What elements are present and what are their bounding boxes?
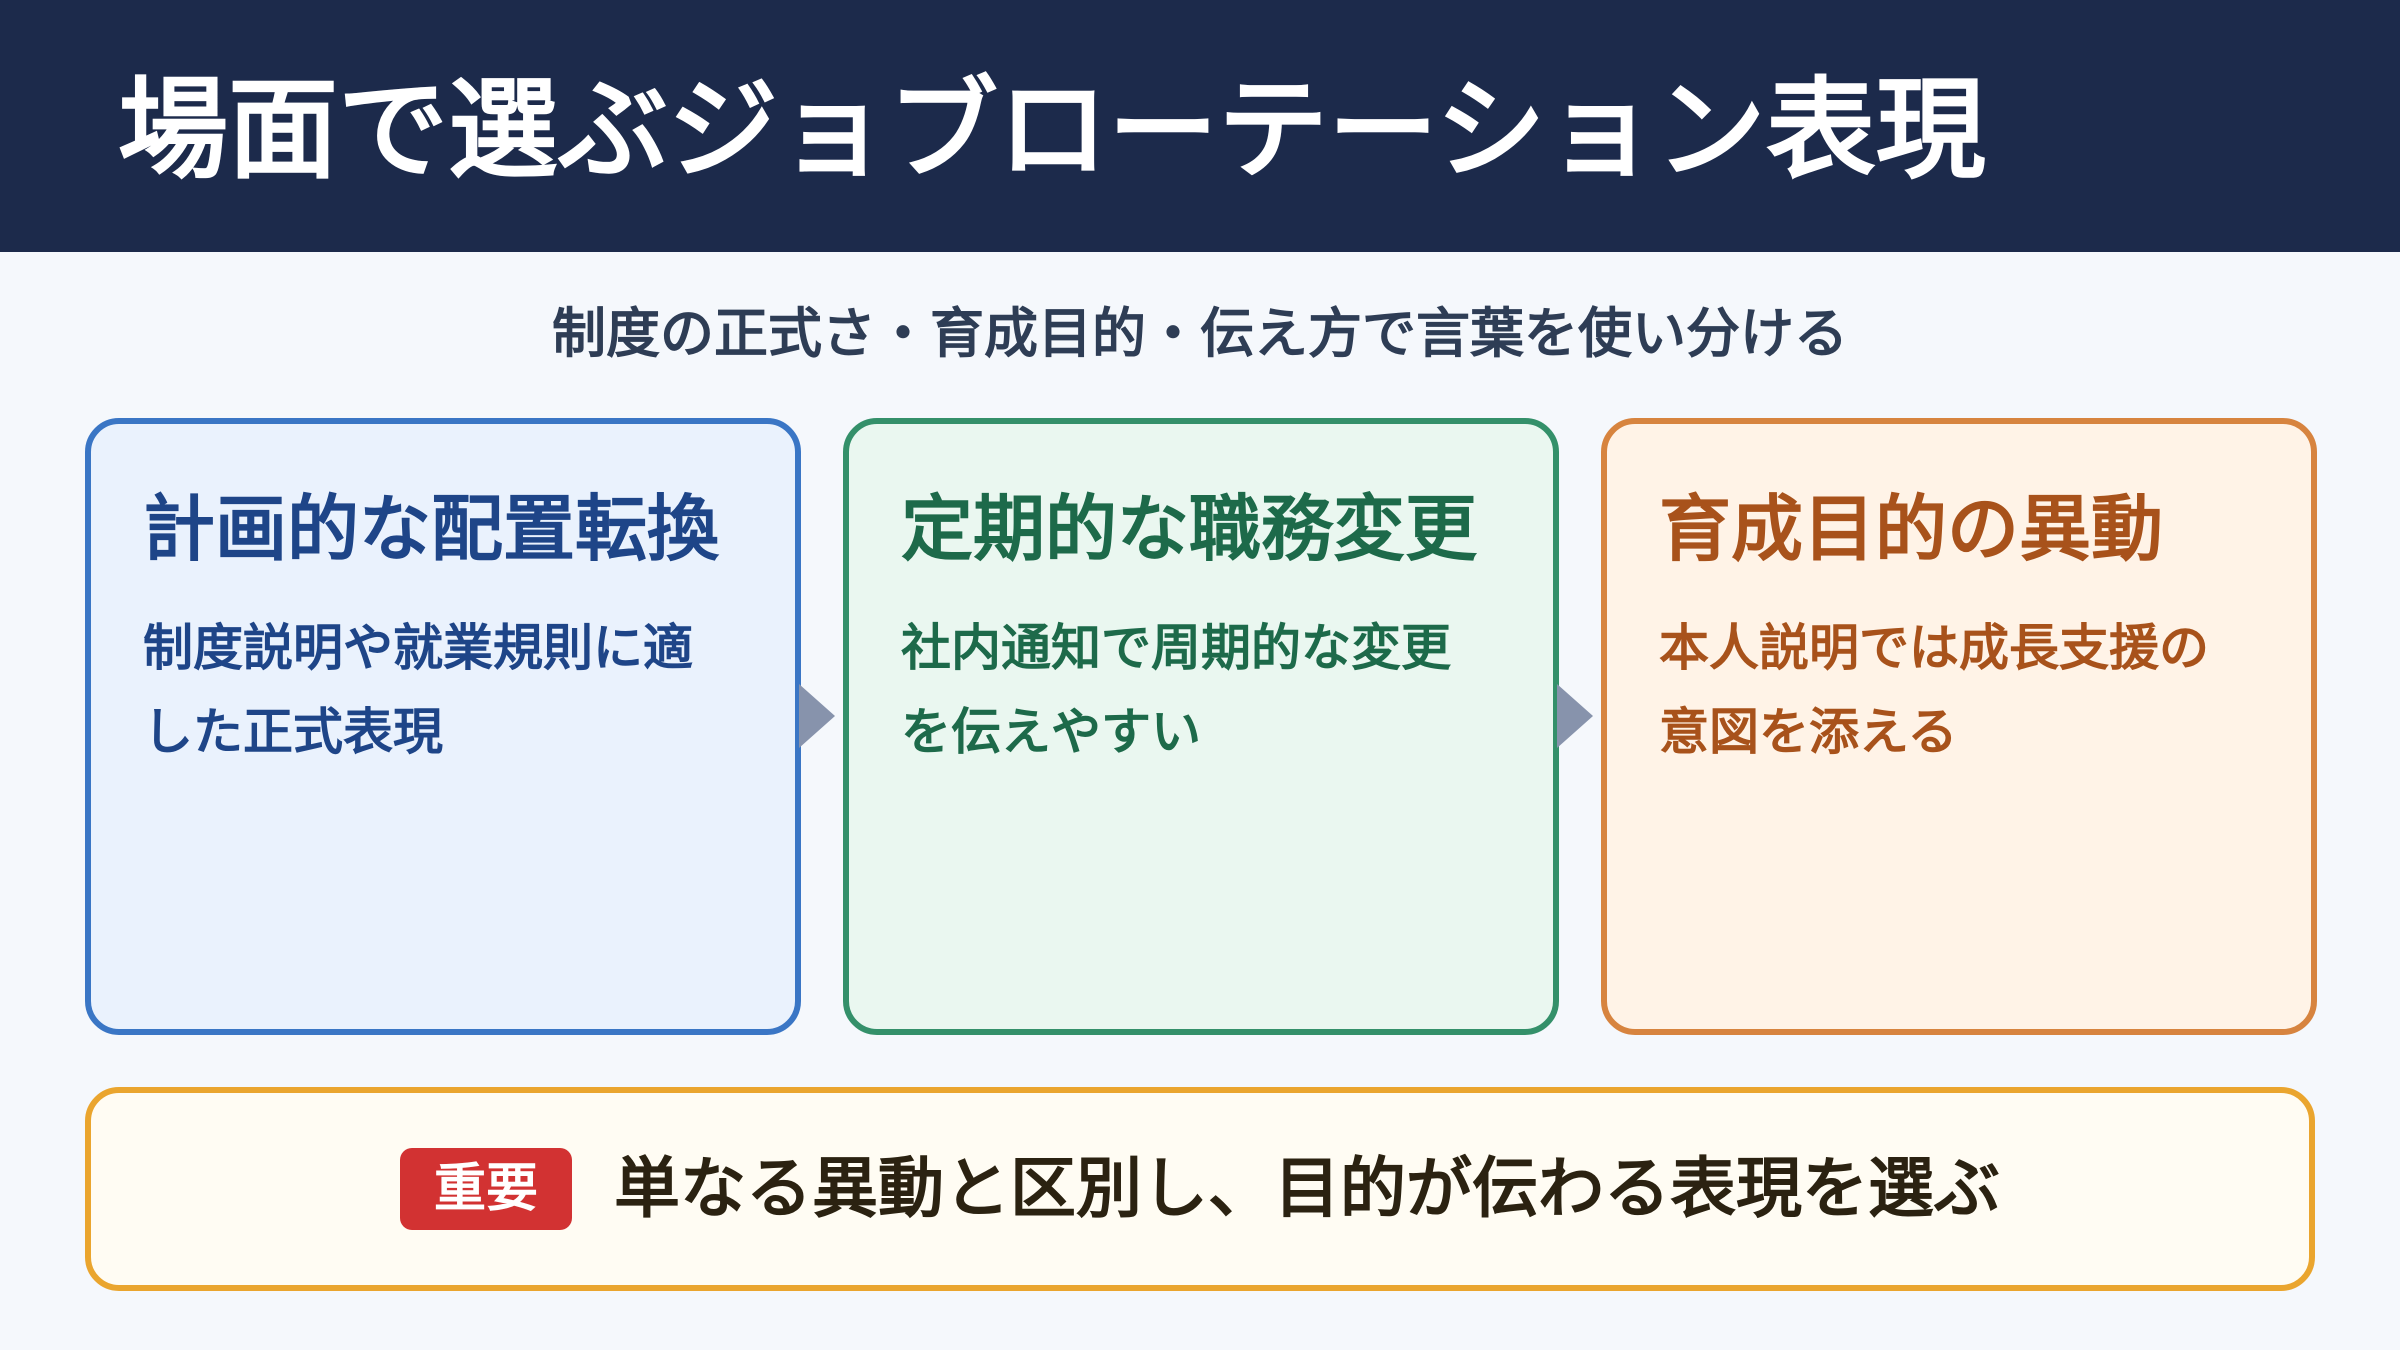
card-title: 育成目的の異動 — [1659, 487, 2164, 571]
card-title: 計画的な配置転換 — [143, 487, 720, 571]
card-description: 社内通知で周期的な変更を伝えやすい — [901, 619, 1451, 761]
card-description: 制度説明や就業規則に適した正式表現 — [143, 619, 693, 761]
page-subtitle: 制度の正式さ・育成目的・伝え方で言葉を使い分ける — [552, 302, 1848, 365]
card-title: 定期的な職務変更 — [901, 487, 1478, 571]
card-planned-transfer: 計画的な配置転換 制度説明や就業規則に適した正式表現 — [85, 418, 801, 1035]
page-title: 場面で選ぶジョブローテーション表現 — [118, 66, 1986, 194]
card-description: 本人説明では成長支援の意図を添える — [1659, 619, 2209, 761]
flow-arrow-icon — [799, 684, 835, 748]
important-note: 重要 単なる異動と区別し、目的が伝わる表現を選ぶ — [85, 1087, 2315, 1291]
flow-arrow-icon — [1557, 684, 1593, 748]
header-bar: 場面で選ぶジョブローテーション表現 — [0, 0, 2400, 252]
note-text: 単なる異動と区別し、目的が伝わる表現を選ぶ — [614, 1150, 2000, 1228]
card-periodic-change: 定期的な職務変更 社内通知で周期的な変更を伝えやすい — [843, 418, 1559, 1035]
important-badge: 重要 — [399, 1147, 572, 1231]
card-development-transfer: 育成目的の異動 本人説明では成長支援の意図を添える — [1601, 418, 2317, 1035]
